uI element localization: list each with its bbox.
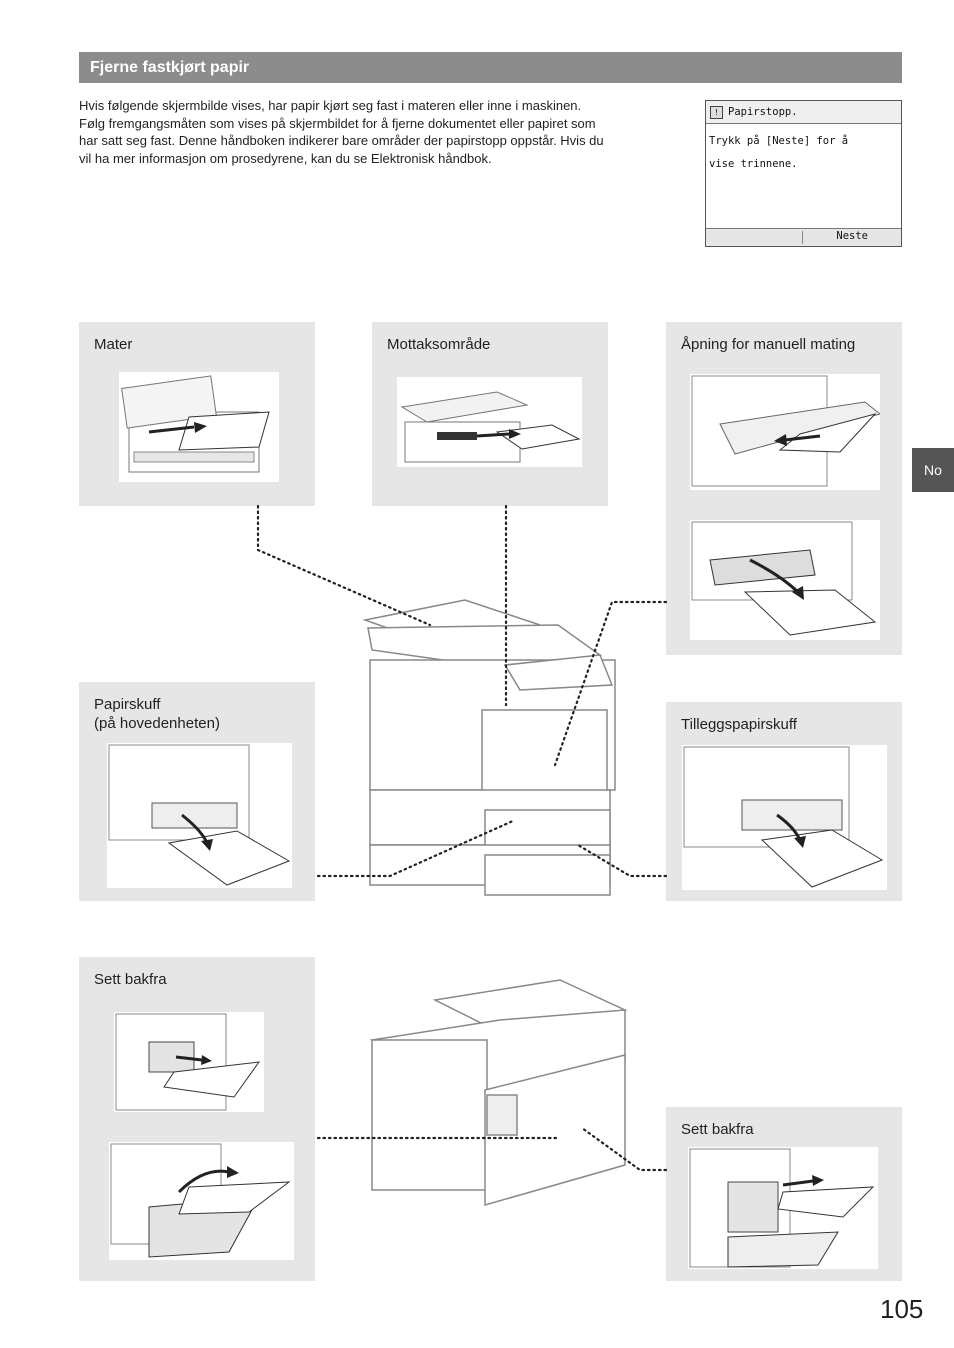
back-right-illustration: [688, 1147, 878, 1269]
leader-lines: [256, 504, 668, 1172]
lcd-next-button[interactable]: Neste: [836, 230, 868, 242]
paper-jam-icon: !: [710, 105, 723, 119]
panel-feeder: Mater: [79, 322, 315, 506]
manual-feed-illustration-2: [690, 520, 880, 640]
lcd-header: ! Papirstopp.: [706, 101, 901, 124]
lcd-screen: ! Papirstopp. Trykk på [Neste] for å vis…: [705, 100, 902, 247]
printer-rear-view: [369, 979, 628, 1206]
panel-output-label: Mottaksområde: [387, 336, 491, 353]
panel-output: Mottaksområde: [372, 322, 608, 506]
panel-drawer-main-label: Papirskuff (på hovedenheten): [94, 696, 220, 732]
lcd-title: Papirstopp.: [728, 106, 798, 118]
panel-back-left: Sett bakfra: [79, 957, 315, 1281]
language-tab: No: [912, 448, 954, 492]
panel-manual-feed-label: Åpning for manuell mating: [681, 336, 856, 353]
output-illustration: [397, 377, 582, 467]
section-title: Fjerne fastkjørt papir: [79, 52, 902, 83]
intro-text: Hvis følgende skjermbilde vises, har pap…: [79, 98, 604, 166]
panel-drawer-extra-label: Tilleggspapirskuff: [681, 716, 797, 733]
drawer-main-illustration: [107, 743, 292, 888]
lcd-divider: [802, 231, 803, 244]
panel-back-right-label: Sett bakfra: [681, 1121, 754, 1138]
back-left-illustration-1: [114, 1012, 264, 1112]
printer-front-view: [362, 599, 616, 896]
panel-back-right: Sett bakfra: [666, 1107, 902, 1281]
panel-drawer-extra: Tilleggspapirskuff: [666, 702, 902, 901]
panel-manual-feed: Åpning for manuell mating: [666, 322, 902, 655]
panel-back-left-label: Sett bakfra: [94, 971, 167, 988]
feeder-illustration: [119, 372, 279, 482]
page-number: 105: [880, 1294, 924, 1324]
manual-feed-illustration-1: [690, 374, 880, 490]
lcd-message: Trykk på [Neste] for å vise trinnene.: [709, 135, 849, 170]
drawer-extra-illustration: [682, 745, 887, 890]
lcd-footer: Neste: [706, 228, 901, 246]
panel-feeder-label: Mater: [94, 336, 133, 353]
back-left-illustration-2: [109, 1142, 294, 1260]
panel-drawer-main: Papirskuff (på hovedenheten): [79, 682, 315, 901]
